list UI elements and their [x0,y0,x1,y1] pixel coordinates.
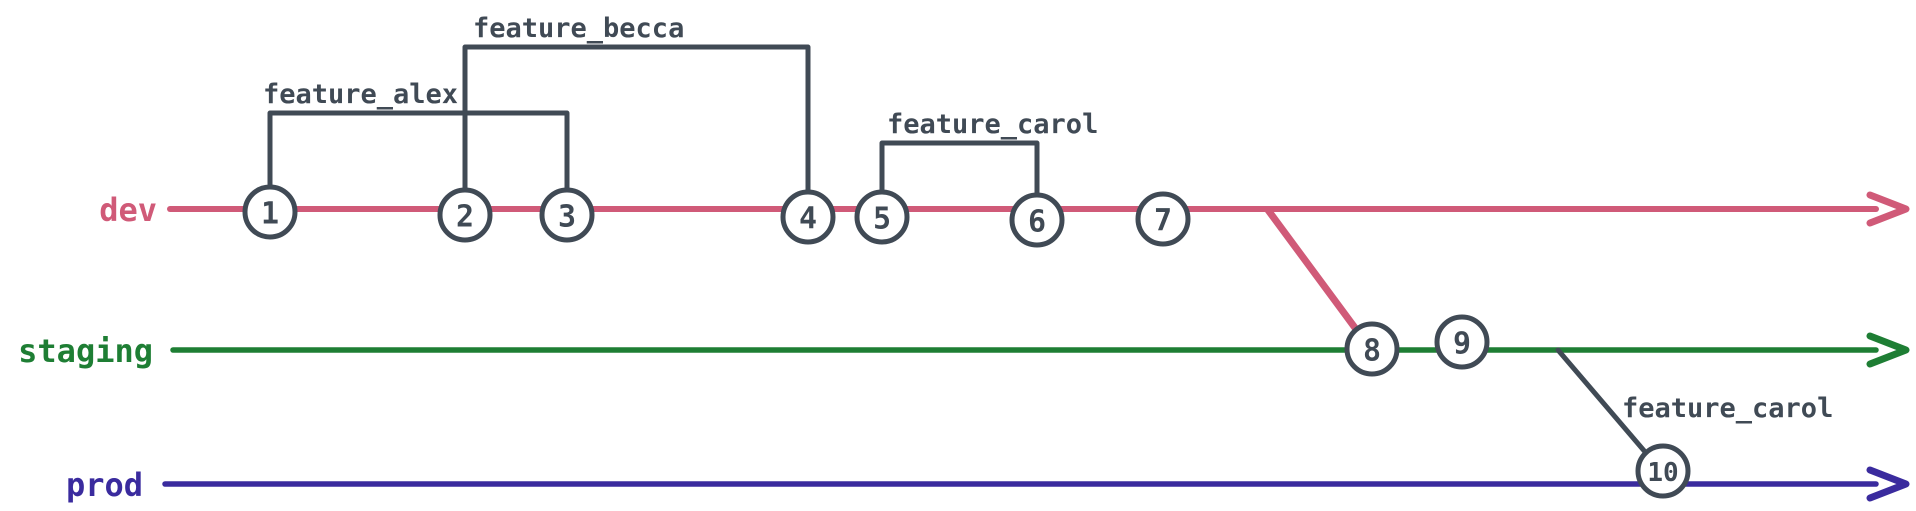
branch-label-prod: prod [66,466,143,504]
arrowhead-prod-icon [1866,466,1910,502]
bracket-feature-becca [462,44,811,198]
arrowhead-staging-icon [1866,332,1910,368]
commit-node-7 [1135,191,1191,247]
commit-number-8: 8 [1363,334,1381,369]
branch-label-staging: staging [18,332,153,370]
commit-node-6 [1009,192,1065,248]
merge-edge-dev-to-staging [1264,206,1368,344]
commit-node-1 [242,184,298,240]
commit-node-2 [437,187,493,243]
bracket-feature-carol [879,140,1040,201]
commit-number-5: 5 [873,202,891,237]
commit-number-4: 4 [799,202,817,237]
commit-node-4 [780,189,836,245]
merge-edge-staging-to-prod [1555,347,1655,463]
bracket-label-feature-alex: feature_alex [263,79,458,110]
commit-number-10: 10 [1647,458,1678,488]
commit-node-9 [1434,314,1490,370]
bracket-feature-alex [267,110,570,196]
commit-node-3 [539,187,595,243]
commit-node-5 [854,189,910,245]
commit-number-9: 9 [1453,327,1471,362]
arrowhead-dev-icon [1866,191,1910,227]
commit-node-8 [1344,321,1400,377]
bracket-label-feature-becca: feature_becca [473,13,684,44]
commit-number-1: 1 [261,197,279,232]
commit-node-10 [1635,443,1691,499]
bracket-label-feature-carol: feature_carol [887,109,1098,140]
commit-number-2: 2 [456,200,474,235]
commit-number-3: 3 [558,200,576,235]
branch-label-dev: dev [99,191,157,229]
commit-number-6: 6 [1028,205,1046,240]
commit-number-7: 7 [1154,204,1172,239]
merge-edge-label-staging-to-prod: feature_carol [1622,393,1833,424]
